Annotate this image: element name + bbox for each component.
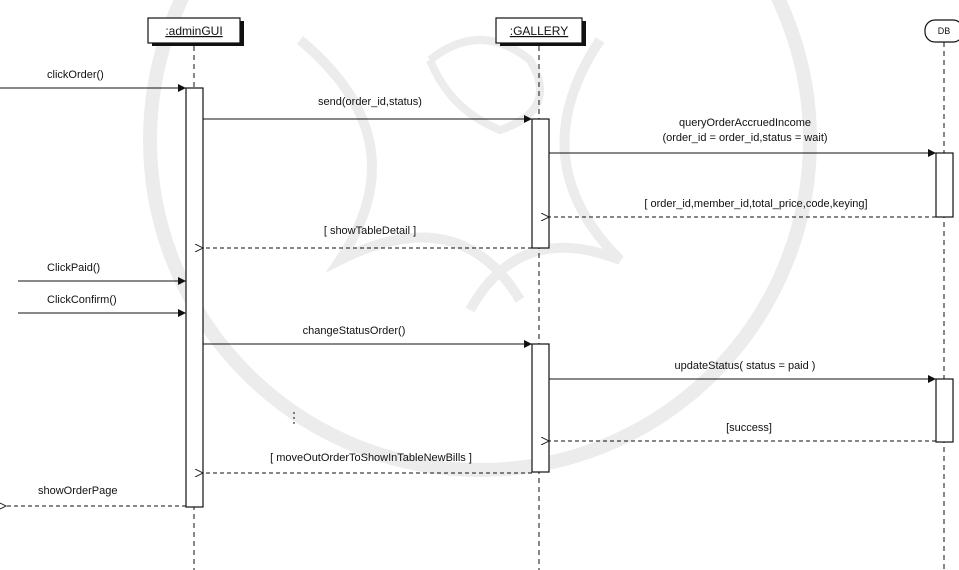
object-admin-gui: :adminGUI xyxy=(148,18,244,46)
svg-text:[ showTableDetail ]: [ showTableDetail ] xyxy=(324,225,416,237)
svg-text:(order_id = order_id,status =: (order_id = order_id,status = wait) xyxy=(662,132,827,144)
svg-text:ClickPaid(): ClickPaid() xyxy=(47,262,100,274)
return-query-result: [ order_id,member_id,total_price,code,ke… xyxy=(549,198,936,217)
message-change-status-order: changeStatusOrder() xyxy=(203,325,532,344)
svg-text:send(order_id,status): send(order_id,status) xyxy=(318,96,422,108)
message-send: send(order_id,status) xyxy=(203,96,532,119)
message-query-order-accrued-income: queryOrderAccruedIncome (order_id = orde… xyxy=(549,117,936,153)
object-gallery-label: :GALLERY xyxy=(510,24,568,38)
svg-text:showOrderPage: showOrderPage xyxy=(38,485,118,497)
object-db-label: DB xyxy=(938,26,951,36)
svg-text:changeStatusOrder(): changeStatusOrder() xyxy=(303,325,406,337)
watermark-seal xyxy=(150,0,810,470)
message-click-confirm: ClickConfirm() xyxy=(18,294,186,313)
svg-text:clickOrder(): clickOrder() xyxy=(47,69,104,81)
svg-text:[ order_id,member_id,total_pri: [ order_id,member_id,total_price,code,ke… xyxy=(644,198,867,210)
svg-text:[ moveOutOrderToShowInTableNew: [ moveOutOrderToShowInTableNewBills ] xyxy=(270,452,472,464)
svg-text:queryOrderAccruedIncome: queryOrderAccruedIncome xyxy=(679,117,811,129)
object-admin-gui-label: :adminGUI xyxy=(165,24,222,38)
svg-text:ClickConfirm(): ClickConfirm() xyxy=(47,294,117,306)
activation-db-2 xyxy=(936,379,953,442)
activation-gallery-2 xyxy=(532,344,549,472)
activation-gallery-1 xyxy=(532,119,549,248)
message-update-status: updateStatus( status = paid ) xyxy=(549,360,936,379)
svg-text:updateStatus( status = paid ): updateStatus( status = paid ) xyxy=(675,360,816,372)
object-db: DB xyxy=(925,20,959,42)
return-show-order-page: showOrderPage xyxy=(6,485,186,506)
activation-admin xyxy=(186,88,203,507)
activation-db-1 xyxy=(936,153,953,217)
object-gallery: :GALLERY xyxy=(496,18,586,46)
message-click-paid: ClickPaid() xyxy=(18,262,186,281)
svg-text:[success]: [success] xyxy=(726,422,772,434)
